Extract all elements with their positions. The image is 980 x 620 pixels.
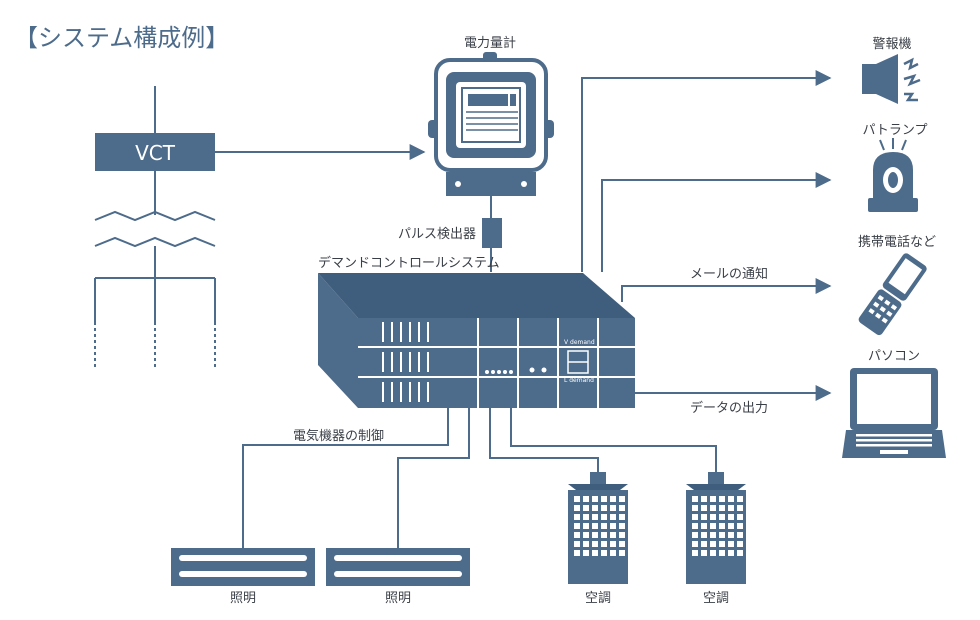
lighting-1-label: 照明 — [230, 591, 256, 606]
meter-label: 電力量計 — [464, 35, 516, 51]
control-devices-label: 電気機器の制御 — [293, 428, 384, 444]
v-demand-label: V demand — [564, 339, 595, 346]
page-title: 【システム構成例】 — [14, 24, 229, 52]
mail-notify-label: メールの通知 — [690, 266, 768, 282]
power-line — [94, 86, 216, 368]
demand-control-unit: V demand L demand — [318, 273, 635, 408]
pulse-label: パルス検出器 — [398, 227, 476, 242]
l-demand-label: L demand — [564, 377, 594, 384]
patlamp-icon — [868, 138, 918, 212]
demand-system-label: デマンドコントロールシステム — [318, 255, 500, 271]
ac-2-label: 空調 — [703, 591, 729, 606]
vct-label: VCT — [135, 141, 176, 165]
pc-label: パソコン — [868, 349, 920, 364]
air-conditioner-2 — [686, 472, 746, 584]
lighting-fixture-2 — [326, 548, 470, 586]
lighting-fixture-1 — [171, 548, 315, 586]
pulse-detector — [482, 218, 502, 248]
alarm-icon — [862, 54, 921, 104]
patlamp-label: パトランプ — [862, 123, 927, 138]
vct-box: VCT — [95, 133, 215, 171]
lighting-2-label: 照明 — [385, 591, 411, 606]
laptop-icon — [842, 368, 946, 458]
mobile-phone-icon — [858, 253, 927, 336]
output-connectors — [581, 70, 832, 401]
mobile-label: 携帯電話など — [858, 234, 936, 250]
ac-1-label: 空調 — [585, 591, 611, 606]
control-connectors — [242, 408, 717, 548]
data-output-label: データの出力 — [690, 400, 768, 416]
meter-icon — [428, 52, 554, 196]
air-conditioner-1 — [568, 472, 628, 584]
alarm-label: 警報機 — [872, 36, 911, 52]
